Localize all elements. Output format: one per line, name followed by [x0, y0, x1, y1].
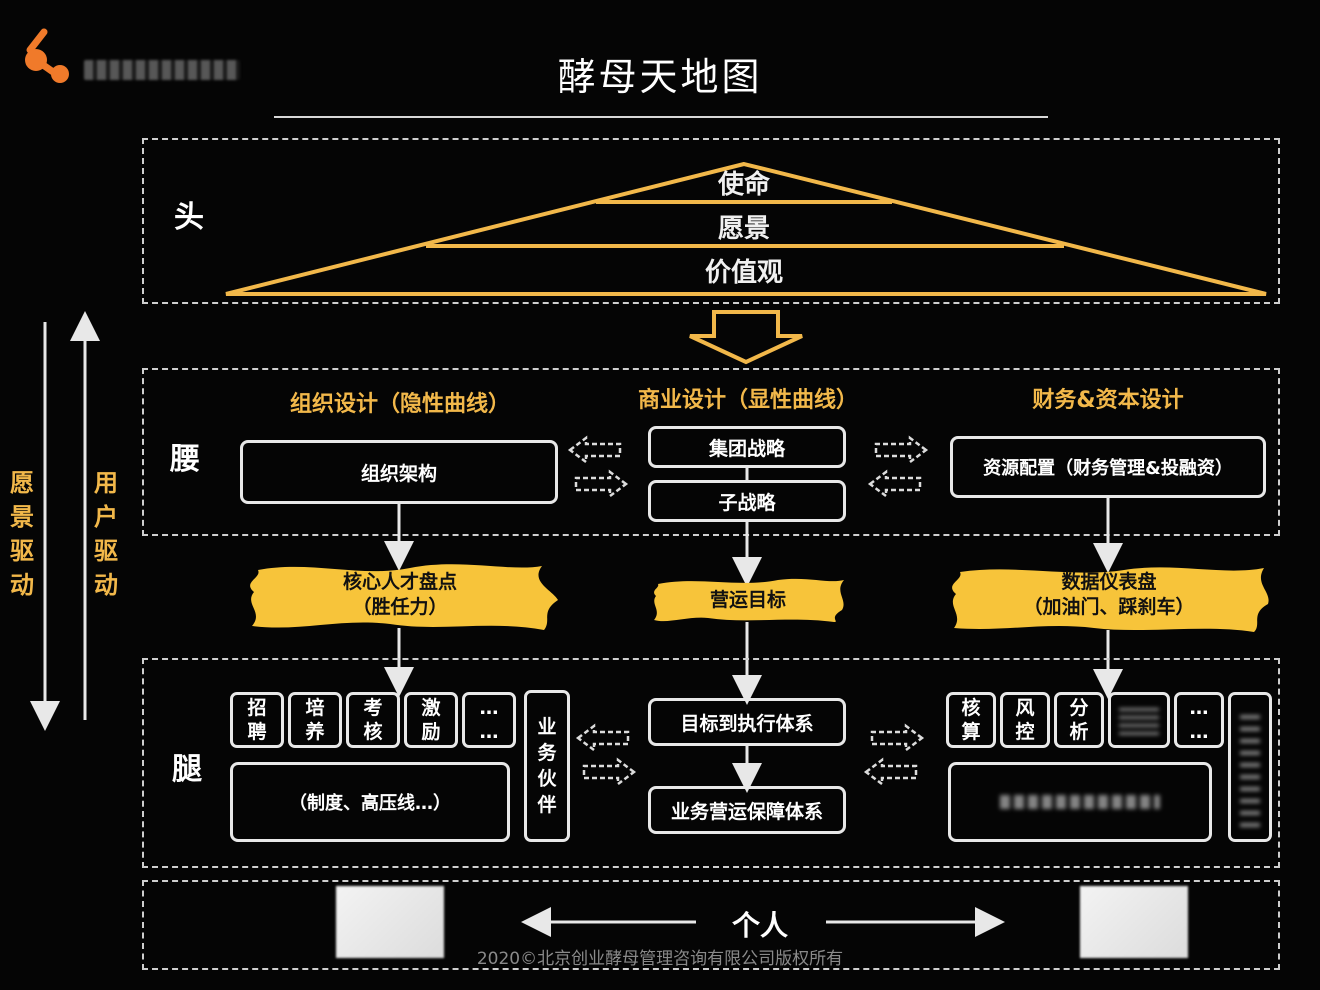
blurred-vertical-box — [1228, 692, 1272, 842]
more-finance-box: …… — [1174, 692, 1224, 748]
vision-driven-label: 愿景 驱动 — [10, 469, 34, 599]
operating-target-cloud — [654, 578, 844, 622]
head-section — [142, 138, 1280, 304]
institution-box: （制度、高压线…） — [230, 762, 510, 842]
org-structure-box: 组织架构 — [240, 440, 558, 504]
page-title: 酵母天地图 — [557, 55, 763, 99]
pyramid-values: 价值观 — [704, 258, 783, 288]
operations-support-box: 业务营运保障体系 — [648, 786, 846, 834]
sub-strategy-box: 子战略 — [648, 480, 846, 522]
training-box: 培养 — [288, 692, 342, 748]
recruit-box: 招聘 — [230, 692, 284, 748]
individual-label: 个人 — [732, 909, 789, 942]
user-driven-label: 用户 驱动 — [94, 469, 118, 599]
double-arrow-icon — [575, 723, 637, 787]
pyramid-vision: 愿景 — [717, 214, 770, 244]
double-arrow-icon — [567, 435, 629, 499]
goal-execution-box: 目标到执行体系 — [648, 698, 846, 746]
company-logo-icon — [22, 26, 74, 86]
legs-label: 腿 — [172, 752, 202, 787]
pyramid-mission: 使命 — [717, 170, 770, 200]
analysis-box: 分析 — [1054, 692, 1104, 748]
finance-design-title: 财务&资本设计 — [1032, 388, 1184, 413]
company-logo-text — [84, 60, 240, 80]
operating-target-text: 营运目标 — [709, 589, 786, 611]
business-partner-box: 业务 伙伴 — [524, 690, 570, 842]
assessment-box: 考核 — [346, 692, 400, 748]
blurred-finance-box — [1108, 692, 1170, 748]
more-hr-box: …… — [462, 692, 516, 748]
dashboard-cloud — [952, 567, 1269, 632]
talent-review-cloud — [250, 564, 558, 630]
risk-control-box: 风控 — [1000, 692, 1050, 748]
incentive-box: 激励 — [404, 692, 458, 748]
copyright-text: 2020©北京创业酵母管理咨询有限公司版权所有 — [476, 949, 844, 969]
head-label: 头 — [174, 200, 204, 235]
title-underline — [274, 116, 1048, 118]
business-design-title: 商业设计（显性曲线） — [637, 388, 858, 413]
waist-section — [142, 368, 1280, 536]
resource-allocation-box: 资源配置（财务管理&投融资） — [950, 436, 1266, 498]
double-arrow-icon — [867, 435, 929, 499]
blurred-finance-bottom-box — [948, 762, 1212, 842]
waist-label: 腰 — [170, 442, 200, 477]
accounting-box: 核算 — [946, 692, 996, 748]
legs-section — [142, 658, 1280, 868]
left-thumbnail — [336, 886, 444, 958]
group-strategy-box: 集团战略 — [648, 426, 846, 468]
pyramid — [225, 161, 1267, 296]
talent-review-text: 核心人才盘点 （胜任力） — [342, 571, 457, 618]
down-arrow-icon — [689, 310, 803, 365]
dashboard-text: 数据仪表盘 （加油门、踩刹车） — [1023, 571, 1195, 618]
individual-section — [142, 880, 1280, 970]
org-design-title: 组织设计（隐性曲线） — [289, 392, 510, 417]
right-thumbnail — [1080, 886, 1188, 958]
double-arrow-icon — [863, 723, 925, 787]
